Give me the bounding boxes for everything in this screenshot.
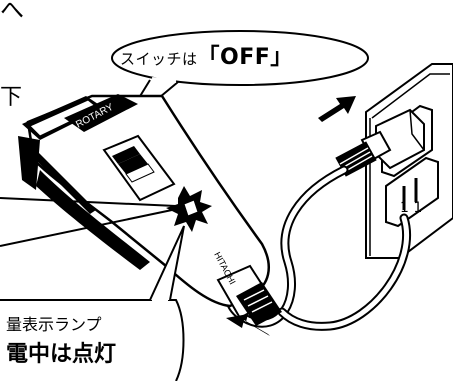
left-leader-lines (0, 197, 177, 247)
lamp-callout-bubble (0, 225, 185, 381)
shaver-body (18, 94, 282, 326)
switch-callout-prefix: スイッチは (120, 50, 198, 68)
switch-callout-text: スイッチは「OFF」 (120, 47, 293, 69)
charging-callout-label: 電中は点灯 (6, 342, 117, 367)
edge-glyph-mid: 下 (0, 85, 22, 110)
power-plug (335, 108, 425, 177)
shaver-arrow (226, 314, 270, 336)
switch-callout-value: 「OFF」 (197, 45, 293, 70)
lamp-callout-label: 量表示ランプ (6, 315, 102, 334)
receptacle-label: 1 1 (400, 200, 422, 216)
outlet-arrow (318, 96, 356, 122)
edge-glyph-top: へ (0, 0, 24, 24)
